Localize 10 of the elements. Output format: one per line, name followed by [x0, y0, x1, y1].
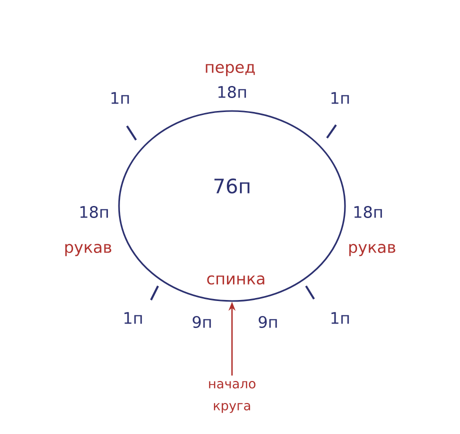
- stitch-count: 9п: [258, 316, 277, 328]
- part-name: перед: [206, 64, 255, 76]
- stitch-count: 1п: [331, 92, 349, 104]
- stitch-total: 76п: [214, 178, 250, 194]
- loop-ellipse: [118, 110, 346, 302]
- start-note: начало круга: [209, 381, 256, 413]
- part-name: спинка: [207, 275, 264, 285]
- stitch-count: 1п: [331, 312, 349, 324]
- stitch-count: 9п: [192, 316, 211, 328]
- stitch-count: 1п: [111, 92, 129, 104]
